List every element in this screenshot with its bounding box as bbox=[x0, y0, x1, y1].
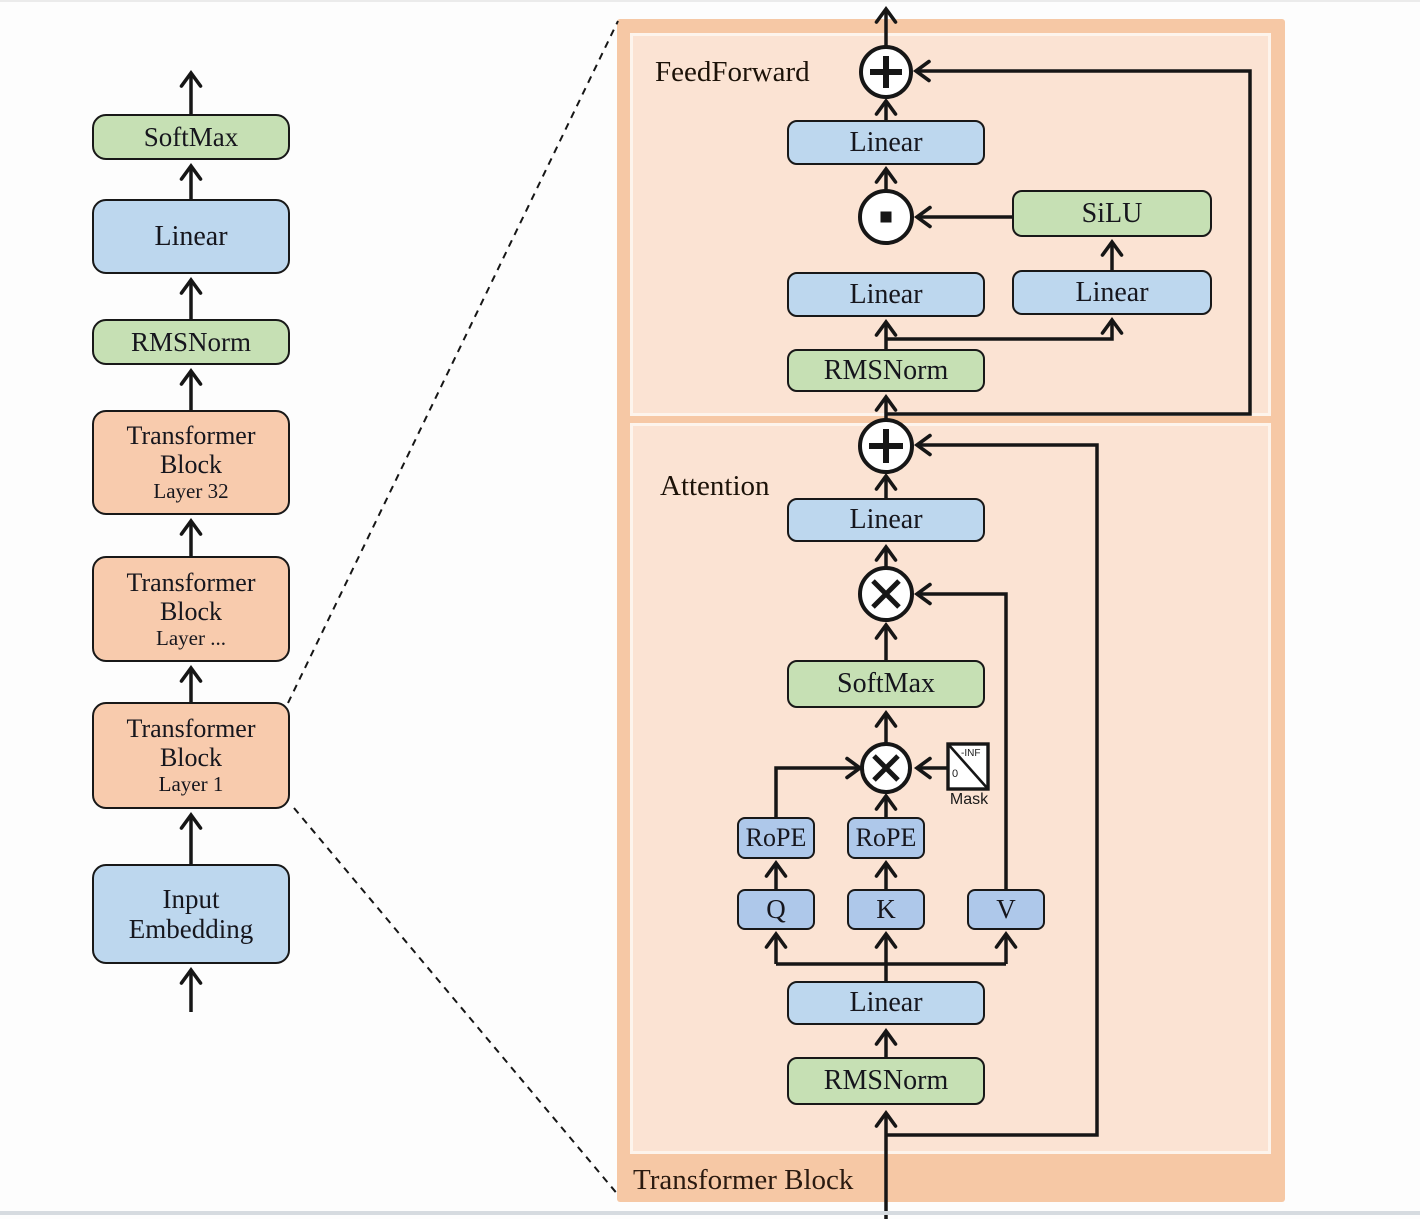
attention-section-label: Attention bbox=[660, 470, 770, 502]
ff-rmsnorm-label: RMSNorm bbox=[823, 354, 949, 386]
q-box: Q bbox=[737, 889, 815, 930]
overview-input-embedding-label: Input Embedding bbox=[128, 883, 254, 944]
block-label: Transformer Block bbox=[126, 421, 256, 480]
operators bbox=[858, 45, 990, 794]
rope-q-box: RoPE bbox=[737, 817, 815, 859]
ff-linear-out-box: Linear bbox=[787, 120, 985, 165]
att-linear-in-box: Linear bbox=[787, 981, 985, 1025]
v-box: V bbox=[967, 889, 1045, 930]
overview-rmsnorm-label: RMSNorm bbox=[130, 326, 252, 357]
block-label: Transformer Block bbox=[126, 567, 256, 626]
zoom-guide-top bbox=[287, 20, 619, 704]
attention-residual-wire bbox=[886, 433, 1099, 1137]
mask-label: Mask bbox=[949, 791, 989, 808]
arrow-branch-up-linear bbox=[886, 316, 1124, 341]
ff-linear-gate-box: Linear bbox=[787, 272, 985, 317]
att-linear-out-box: Linear bbox=[787, 498, 985, 542]
att-linear-out-label: Linear bbox=[849, 504, 923, 536]
q-label: Q bbox=[766, 894, 786, 925]
att-rmsnorm-label: RMSNorm bbox=[823, 1065, 949, 1097]
ff-residual-wire bbox=[886, 59, 1252, 416]
overview-transformer-block-32-box: Transformer Block Layer 32 bbox=[92, 410, 290, 515]
ff-rmsnorm-box: RMSNorm bbox=[787, 349, 985, 392]
q-rope-mul-wire bbox=[774, 756, 864, 817]
zoom-guide-bottom bbox=[293, 807, 620, 1197]
block-sublabel: Layer ... bbox=[156, 625, 226, 650]
rope-q-label: RoPE bbox=[745, 823, 807, 853]
v-path-wire bbox=[913, 582, 1008, 889]
add-circle-attention bbox=[858, 418, 914, 474]
add-circle-feedforward bbox=[859, 45, 913, 99]
v-label: V bbox=[996, 894, 1016, 925]
att-rmsnorm-box: RMSNorm bbox=[787, 1057, 985, 1105]
ff-silu-box: SiLU bbox=[1012, 190, 1212, 237]
block-sublabel: Layer 32 bbox=[153, 479, 229, 504]
rope-k-box: RoPE bbox=[847, 817, 925, 859]
rope-k-label: RoPE bbox=[855, 823, 917, 853]
feedforward-section-label: FeedForward bbox=[655, 56, 810, 88]
overview-linear-box: Linear bbox=[92, 199, 290, 274]
elementwise-dot-circle bbox=[858, 189, 914, 245]
overview-softmax-box: SoftMax bbox=[92, 114, 290, 160]
att-linear-in-label: Linear bbox=[849, 987, 923, 1019]
flow-lines bbox=[179, 5, 1252, 1219]
att-softmax-box: SoftMax bbox=[787, 660, 985, 708]
overview-softmax-label: SoftMax bbox=[143, 121, 239, 152]
block-sublabel: Layer 1 bbox=[158, 772, 224, 797]
matmul-circle-value bbox=[858, 566, 914, 622]
overview-linear-label: Linear bbox=[154, 220, 228, 252]
overview-transformer-block-dots-box: Transformer Block Layer ... bbox=[92, 556, 290, 662]
ff-linear-up-box: Linear bbox=[1012, 270, 1212, 315]
att-softmax-label: SoftMax bbox=[837, 668, 935, 700]
mask-neg-inf-label: -INF bbox=[961, 748, 981, 759]
overview-rmsnorm-box: RMSNorm bbox=[92, 319, 290, 365]
ff-linear-out-label: Linear bbox=[849, 126, 923, 158]
ff-linear-up-label: Linear bbox=[1075, 276, 1149, 308]
ff-linear-gate-label: Linear bbox=[849, 278, 923, 310]
overview-input-embedding-box: Input Embedding bbox=[92, 864, 290, 964]
ff-silu-label: SiLU bbox=[1081, 197, 1143, 229]
k-box: K bbox=[847, 889, 925, 930]
block-label: Transformer Block bbox=[126, 714, 256, 773]
window-bottom-edge bbox=[0, 1211, 1420, 1215]
mask-icon bbox=[946, 742, 990, 791]
k-label: K bbox=[876, 894, 896, 925]
overview-transformer-block-1-box: Transformer Block Layer 1 bbox=[92, 702, 290, 809]
transformer-block-panel-label: Transformer Block bbox=[633, 1164, 854, 1196]
qkv-fanout-wire bbox=[776, 962, 1006, 981]
matmul-circle-qk bbox=[860, 742, 912, 794]
mask-zero-label: 0 bbox=[952, 768, 959, 780]
